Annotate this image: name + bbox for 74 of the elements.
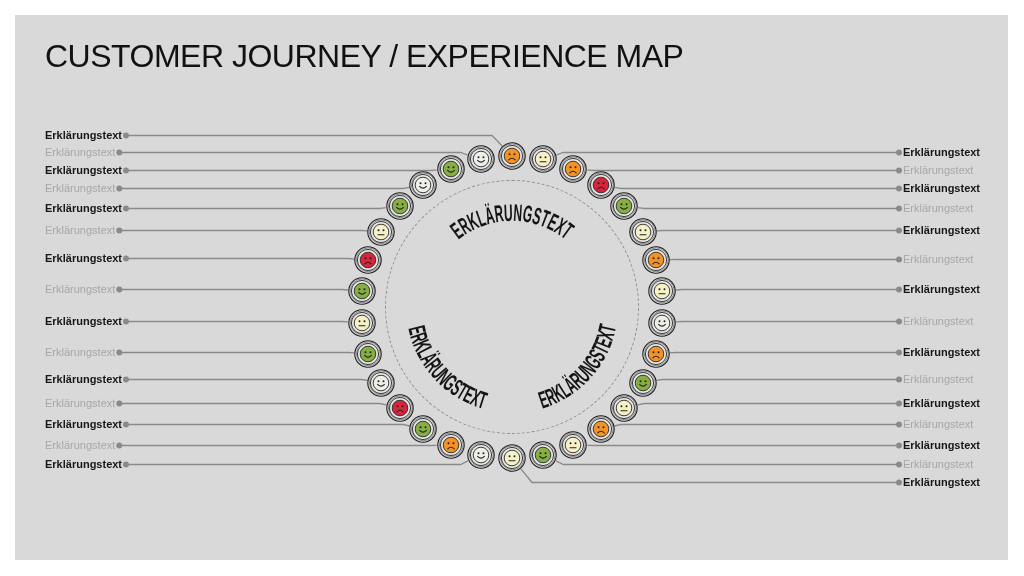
smiling-face-icon <box>466 145 495 174</box>
leader-label: Erklärungstext <box>45 373 123 386</box>
curved-label: ERKLÄRUNGSTEXT <box>444 197 585 248</box>
leader-label: Erklärungstext <box>45 164 123 177</box>
leader-label: Erklärungstext <box>903 182 981 195</box>
leader-label: Erklärungstext <box>903 283 981 296</box>
leader-line <box>637 205 902 212</box>
frowning-face-icon <box>498 142 526 170</box>
leader-label: Erklärungstext <box>903 146 981 159</box>
leader-label: Erklärungstext <box>903 397 981 410</box>
leader-line <box>555 149 902 156</box>
leader-label: Erklärungstext <box>45 252 123 265</box>
leader-line <box>655 376 902 383</box>
title: CUSTOMER JOURNEY / EXPERIENCE MAP <box>45 38 684 74</box>
smiling-face-icon <box>409 170 438 199</box>
neutral-face-icon <box>367 217 396 246</box>
leader-line <box>586 167 902 174</box>
frowning-face-icon <box>641 246 670 275</box>
leader-line <box>116 442 438 449</box>
smiling-face-icon <box>354 339 383 368</box>
leader-label: Erklärungstext <box>45 315 123 328</box>
smiling-face-icon <box>466 440 495 469</box>
leader-label: Erklärungstext <box>45 418 123 431</box>
neutral-face-icon <box>529 145 558 174</box>
frowning-face-icon <box>436 430 465 459</box>
leader-line <box>656 227 902 234</box>
leader-label: Erklärungstext <box>903 439 981 452</box>
smiling-face-icon <box>648 308 677 337</box>
smiling-face-icon <box>367 368 396 397</box>
leader-line <box>123 421 411 428</box>
neutral-face-icon <box>628 217 657 246</box>
neutral-face-icon <box>559 430 588 459</box>
neutral-face-icon <box>347 308 376 337</box>
leader-label: Erklärungstext <box>903 476 981 489</box>
leader-line <box>116 400 387 407</box>
leader-line <box>123 255 356 262</box>
smiling-face-icon <box>347 277 376 306</box>
leader-line <box>116 227 368 234</box>
leader-line <box>668 349 902 356</box>
leader-line <box>668 256 902 263</box>
leader-line <box>613 421 902 428</box>
leader-label: Erklärungstext <box>903 224 981 237</box>
neutral-face-icon <box>648 277 677 306</box>
leader-label: Erklärungstext <box>45 129 123 142</box>
leader-line <box>613 185 902 192</box>
leader-line <box>123 376 369 383</box>
frowning-face-icon <box>641 339 670 368</box>
leader-line <box>116 349 356 356</box>
leader-line <box>586 442 902 449</box>
leader-line <box>123 205 387 212</box>
leader-line <box>123 132 503 147</box>
leader-line <box>555 460 902 468</box>
leader-line <box>520 468 902 486</box>
smiling-face-icon <box>628 368 657 397</box>
smiling-face-icon <box>436 155 465 184</box>
smiling-face-icon <box>529 440 558 469</box>
smiling-face-icon <box>409 415 438 444</box>
frowning-face-icon <box>559 155 588 184</box>
frowning-face-icon <box>354 246 383 275</box>
frowning-face-icon <box>586 415 615 444</box>
leader-line <box>116 286 349 293</box>
leader-line <box>116 185 411 192</box>
leader-line <box>123 318 349 325</box>
leader-label: Erklärungstext <box>45 458 123 471</box>
leader-label: Erklärungstext <box>903 346 981 359</box>
leader-label: Erklärungstext <box>45 202 123 215</box>
leader-line <box>123 460 469 468</box>
leader-line <box>637 400 902 407</box>
leader-line <box>675 286 902 293</box>
leader-line <box>116 149 468 156</box>
neutral-face-icon <box>498 444 526 472</box>
leader-line <box>675 318 902 325</box>
frowning-face-icon <box>586 170 615 199</box>
leader-line <box>123 167 438 174</box>
